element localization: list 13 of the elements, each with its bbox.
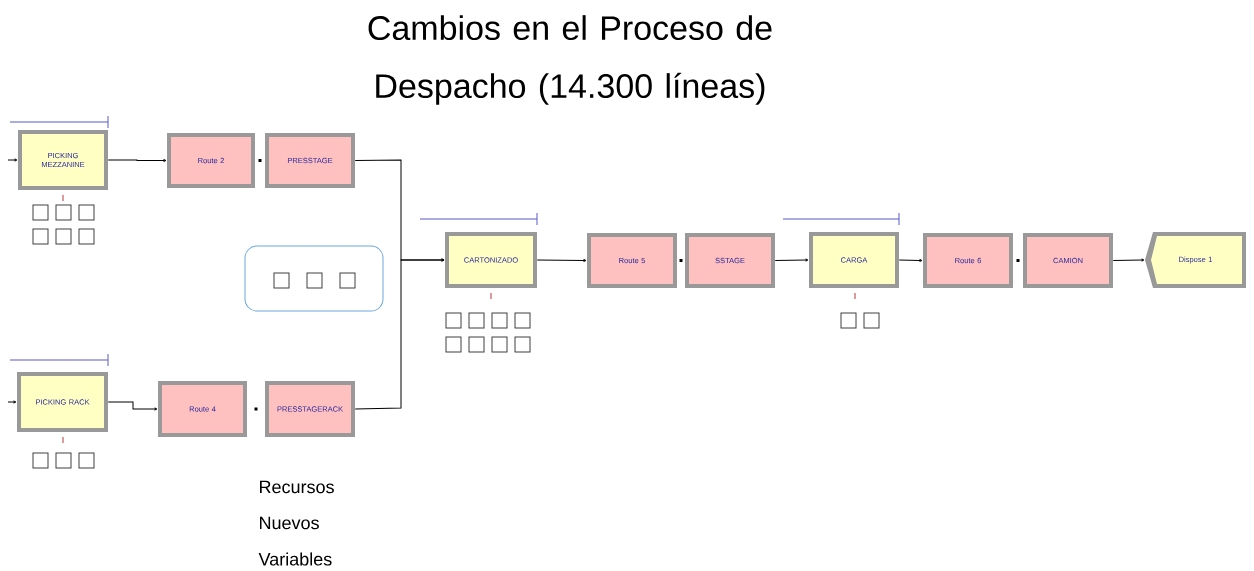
connector [1112,258,1145,262]
connector [774,258,809,262]
connector [898,258,923,262]
connector [536,258,587,262]
list-item: Recursos [260,480,334,494]
connector [354,258,445,410]
connector [107,159,167,162]
list-item: Variables [258,552,332,566]
list-item: Nuevos [260,516,319,530]
connector [107,401,158,411]
connector [7,158,18,162]
title: Cambios en el Proceso de Despacho (14.300 líneas) [368,15,772,105]
connector [7,400,17,404]
